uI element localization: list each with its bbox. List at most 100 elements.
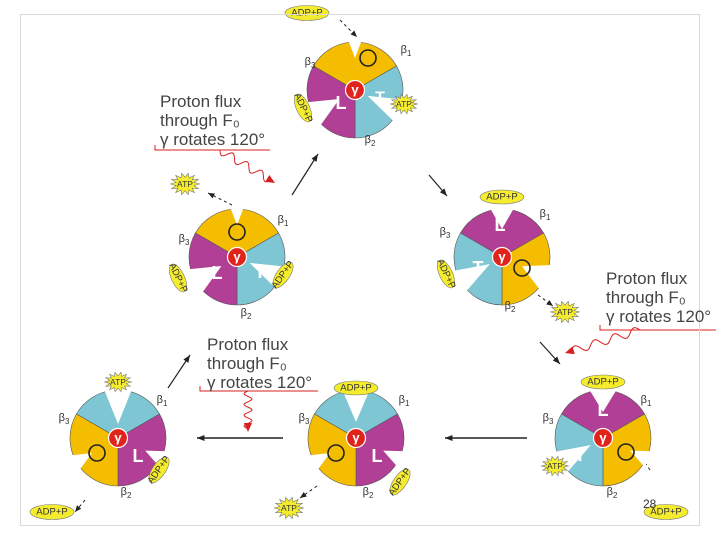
bound-atp: ATP xyxy=(103,371,133,393)
flux-wave-top xyxy=(219,149,271,183)
molecule-badge xyxy=(580,374,626,390)
molecule-label: ADP+P xyxy=(587,377,618,388)
flux-note-right: Proton flux through F₀ γ rotates 120° xyxy=(606,269,711,326)
beta-subunit-label: β3 xyxy=(299,412,310,426)
molecule-badge xyxy=(294,93,312,123)
atp-burst xyxy=(540,455,570,477)
arrow-head xyxy=(350,30,357,37)
flux-note-line: Proton flux xyxy=(160,92,242,111)
beta-subunit-label: β2 xyxy=(121,486,132,500)
gamma-subunit xyxy=(592,427,614,449)
gamma-label: γ xyxy=(352,430,360,445)
proton-flux-waves xyxy=(154,145,716,432)
cycle-arrows xyxy=(74,19,651,513)
loose-site-label: L xyxy=(133,446,144,466)
gamma-subunit xyxy=(107,427,129,449)
flux-note-line: γ rotates 120° xyxy=(160,130,266,149)
tight-site-label: T xyxy=(255,262,266,282)
molecule-label: ADP+P xyxy=(650,507,681,518)
tight-site-label: T xyxy=(575,445,586,465)
gamma-label: γ xyxy=(351,82,359,97)
binding-cleft xyxy=(145,450,168,468)
beta-subunit-label: β2 xyxy=(363,486,374,500)
free-molecules: ADP+P ATP ATP ADP+P ATP ADP+P xyxy=(29,5,689,520)
bound-adp-pi: ADP+P xyxy=(166,261,189,294)
flux-note-line: Proton flux xyxy=(207,335,289,354)
beta-subunit-label: β2 xyxy=(241,307,252,321)
atp-burst xyxy=(103,371,133,393)
wave-arrow-head xyxy=(265,174,275,183)
loose-site-label: L xyxy=(372,446,383,466)
flux-note-line: through F₀ xyxy=(207,354,287,373)
molecule-badge xyxy=(479,189,525,205)
binding-cleft xyxy=(187,266,222,294)
molecule-label: ADP+P xyxy=(291,8,322,19)
free-adp-pi-bottom-left: ADP+P xyxy=(29,504,75,520)
bound-adp-pi: ADP+P xyxy=(580,374,626,390)
molecule-label: ATP xyxy=(110,377,126,387)
beta-subunit-label: β1 xyxy=(157,394,168,408)
flux-note-line: through F₀ xyxy=(160,111,240,130)
molecule-label: ADP+P xyxy=(340,383,371,394)
gamma-label: γ xyxy=(114,430,122,445)
arrow-head xyxy=(183,355,190,363)
flux-underline-top xyxy=(154,145,270,151)
binding-cleft xyxy=(347,39,363,58)
beta-subunit-label: β3 xyxy=(179,233,190,247)
gamma-subunit xyxy=(345,427,367,449)
molecule-badge xyxy=(333,380,379,396)
molecule-badge xyxy=(389,468,411,496)
molecule-label: ATP xyxy=(557,307,573,317)
flux-underline-bottom xyxy=(199,386,318,392)
open-site-marker xyxy=(228,223,246,241)
arrow-head xyxy=(311,154,318,162)
beta-subunit-label: β1 xyxy=(540,208,551,222)
beta-subunit-label: β2 xyxy=(365,134,376,148)
binding-cleft xyxy=(383,450,406,468)
flux-underline-right xyxy=(599,325,716,331)
molecule-badge xyxy=(169,263,187,293)
binding-cleft xyxy=(308,453,331,471)
loose-site-label: L xyxy=(212,263,223,283)
loose-site-label: L xyxy=(598,400,609,420)
gamma-subunit xyxy=(491,246,513,268)
gamma-subunit xyxy=(344,79,366,101)
binding-cleft xyxy=(630,450,653,468)
binding-cleft xyxy=(103,388,133,424)
flux-note-line: γ rotates 120° xyxy=(207,373,313,392)
arrow-head xyxy=(552,356,560,364)
binding-cleft xyxy=(70,453,93,471)
open-site-marker xyxy=(327,444,345,462)
free-adp-pi-top: ADP+P xyxy=(284,5,330,21)
atp-burst xyxy=(170,172,200,196)
wave-arrow-head xyxy=(244,423,252,432)
flux-note-line: through F₀ xyxy=(606,288,686,307)
flux-wave-bottom xyxy=(243,390,253,430)
molecule-label: ADP+P xyxy=(36,507,67,518)
flux-note-line: Proton flux xyxy=(606,269,688,288)
tight-site-label: T xyxy=(375,90,385,107)
bound-adp-pi: ADP+P xyxy=(479,189,525,205)
loose-site-label: L xyxy=(495,215,506,235)
gamma-label: γ xyxy=(233,249,241,264)
wave-arrow-head xyxy=(565,346,575,355)
molecule-badge xyxy=(148,456,170,484)
atp-burst xyxy=(389,93,419,115)
free-adp-pi-bottom-right: ADP+P xyxy=(643,504,689,520)
tight-site-label: T xyxy=(351,402,361,419)
beta-subunit-label: β1 xyxy=(641,394,652,408)
atp-burst xyxy=(274,496,304,520)
flux-note-line: γ rotates 120° xyxy=(606,307,712,326)
molecule-label: ATP xyxy=(547,461,563,471)
beta-subunit-label: β1 xyxy=(399,394,410,408)
arrow-head xyxy=(208,193,215,199)
beta-subunit-label: β3 xyxy=(305,56,316,70)
release-arrow-left xyxy=(207,192,233,206)
arrow-head xyxy=(197,435,205,441)
beta-subunit-label: β3 xyxy=(59,412,70,426)
